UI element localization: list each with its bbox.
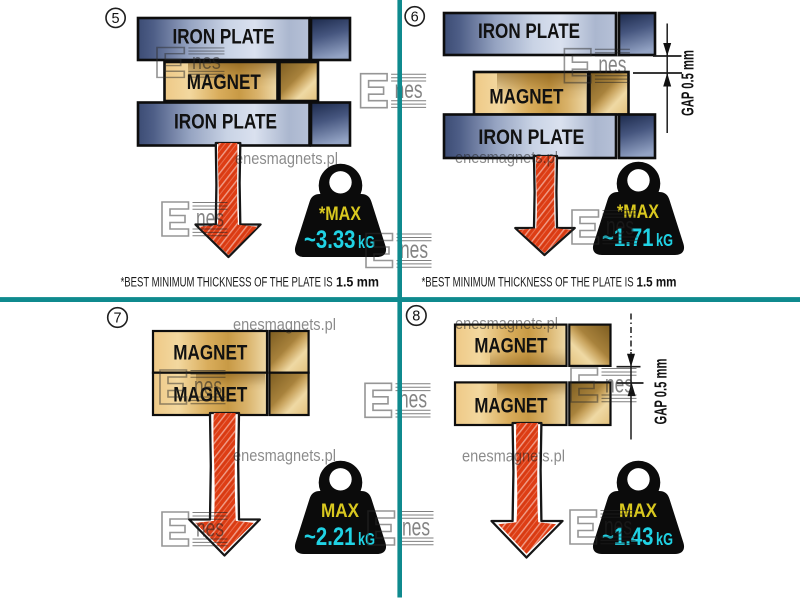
svg-text:1.5 mm: 1.5 mm — [637, 274, 677, 289]
svg-text:MAGNET: MAGNET — [489, 85, 563, 108]
svg-text:~3.33: ~3.33 — [304, 226, 356, 254]
svg-text:MAGNET: MAGNET — [474, 395, 547, 418]
svg-text:1.5 mm: 1.5 mm — [336, 274, 379, 289]
svg-text:enesmagnets.pl: enesmagnets.pl — [462, 447, 565, 466]
svg-text:enesmagnets.pl: enesmagnets.pl — [233, 315, 336, 334]
svg-text:IRON PLATE: IRON PLATE — [478, 126, 584, 149]
svg-text:~2.21: ~2.21 — [304, 523, 356, 551]
svg-text:enesmagnets.pl: enesmagnets.pl — [235, 149, 338, 168]
svg-text:kG: kG — [656, 230, 673, 250]
svg-text:7: 7 — [113, 311, 121, 327]
svg-text:kG: kG — [656, 529, 673, 549]
svg-text:kG: kG — [358, 529, 375, 549]
svg-text:IRON PLATE: IRON PLATE — [174, 111, 277, 134]
svg-text:5: 5 — [112, 11, 120, 27]
svg-text:*BEST MINIMUM THICKNESS OF THE: *BEST MINIMUM THICKNESS OF THE PLATE IS — [422, 274, 634, 289]
svg-text:*MAX: *MAX — [319, 204, 361, 225]
svg-text:MAX: MAX — [321, 501, 359, 522]
svg-text:6: 6 — [411, 9, 419, 25]
svg-text:enesmagnets.pl: enesmagnets.pl — [455, 148, 558, 167]
svg-text:GAP 0.5 mm: GAP 0.5 mm — [651, 359, 671, 425]
svg-text:enesmagnets.pl: enesmagnets.pl — [455, 314, 558, 333]
svg-text:8: 8 — [412, 309, 420, 325]
svg-text:*BEST MINIMUM THICKNESS OF THE: *BEST MINIMUM THICKNESS OF THE PLATE IS — [121, 274, 333, 289]
svg-text:enesmagnets.pl: enesmagnets.pl — [233, 446, 336, 465]
svg-text:GAP 0.5 mm: GAP 0.5 mm — [678, 50, 698, 116]
svg-text:MAGNET: MAGNET — [173, 342, 247, 365]
svg-text:MAGNET: MAGNET — [474, 335, 547, 358]
svg-text:IRON PLATE: IRON PLATE — [173, 26, 275, 49]
svg-text:IRON PLATE: IRON PLATE — [478, 20, 580, 43]
